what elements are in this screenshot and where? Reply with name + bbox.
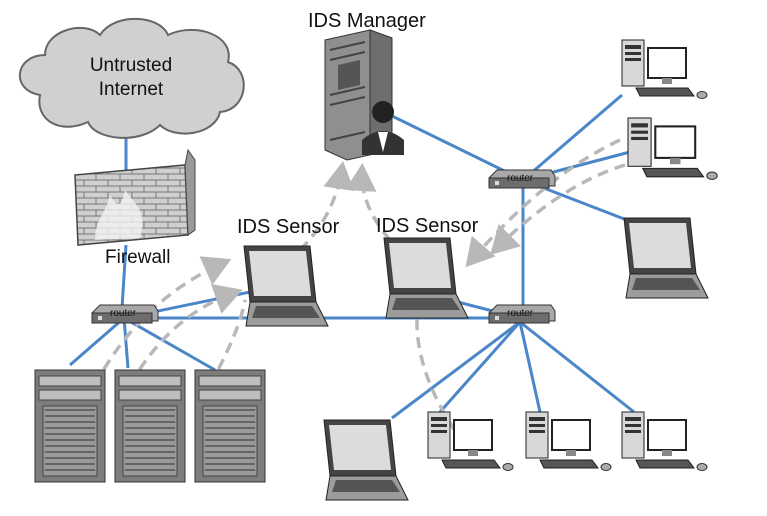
firewall-icon	[74, 148, 196, 246]
router-top-label: router	[507, 173, 534, 184]
ids-sensor-right-laptop-icon	[383, 237, 469, 319]
desktop-bottom-1-icon	[427, 411, 514, 472]
laptop-bottom-icon	[323, 419, 409, 501]
desktop-top-right-icon	[621, 39, 708, 100]
router-center-label: router	[507, 308, 534, 319]
desktop-bottom-2-icon	[525, 411, 612, 472]
server-3-icon	[194, 369, 266, 483]
admin-user-icon	[362, 101, 404, 155]
server-2-icon	[114, 369, 186, 483]
server-1-icon	[34, 369, 106, 483]
cloud-label-line1: Untrusted	[90, 55, 172, 76]
ids-sensor-left-laptop-icon	[243, 245, 329, 327]
desktop-middle-right-icon	[626, 116, 719, 181]
ids-manager-label: IDS Manager	[308, 10, 426, 32]
ids-sensor-right-label: IDS Sensor	[376, 215, 479, 237]
laptop-right-icon	[623, 217, 709, 299]
ids-sensor-left-label: IDS Sensor	[237, 216, 340, 238]
router-left-label: router	[110, 308, 137, 319]
untrusted-internet-cloud: Untrusted Internet	[19, 17, 245, 139]
firewall-label: Firewall	[105, 247, 170, 268]
desktop-bottom-3-icon	[621, 411, 708, 472]
cloud-label-line2: Internet	[99, 79, 164, 100]
